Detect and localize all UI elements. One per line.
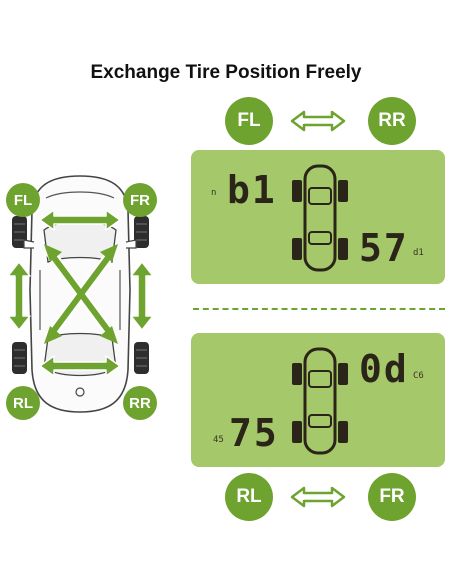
car-badge-fr: FR: [123, 183, 157, 217]
lcd-top-left-value: b1: [227, 168, 277, 212]
lcd-bottom-right-value: 0d: [359, 347, 409, 391]
page-title: Exchange Tire Position Freely: [90, 62, 362, 83]
lcd-top-car-icon: [292, 164, 348, 272]
lcd-top-left-small: n: [211, 188, 217, 198]
swap-arrow-top-icon: [290, 110, 346, 132]
badge-fl-top: FL: [225, 97, 273, 145]
rotation-arrows: [7, 209, 154, 377]
car-badge-rr: RR: [123, 386, 157, 420]
lcd-top-right-value: 57: [359, 226, 409, 270]
car-badge-rl: RL: [6, 386, 40, 420]
lcd-top-right-small: d1: [413, 248, 424, 258]
badge-rl-bottom: RL: [225, 473, 273, 521]
lcd-bottom-right-small: C6: [413, 371, 424, 381]
lcd-display-bottom: 0d C6 45 75: [191, 333, 445, 467]
badge-rr-top: RR: [368, 97, 416, 145]
swap-arrow-bottom-icon: [290, 486, 346, 508]
lcd-bottom-left-value: 75: [229, 411, 279, 455]
lcd-bottom-car-icon: [292, 347, 348, 455]
lcd-display-top: n b1 57 d1: [191, 150, 445, 284]
car-badge-fl: FL: [6, 183, 40, 217]
lcd-bottom-left-small: 45: [213, 435, 224, 445]
badge-fr-bottom: FR: [368, 473, 416, 521]
car-top-view-diagram: [7, 175, 154, 413]
divider: [193, 308, 445, 310]
